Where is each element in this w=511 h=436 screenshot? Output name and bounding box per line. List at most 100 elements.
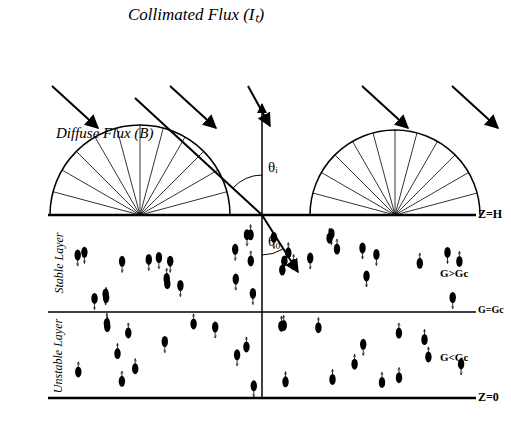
microorganism [146, 254, 152, 271]
microorganism [360, 339, 366, 356]
swim-direction [428, 347, 429, 359]
microorganism [102, 288, 108, 305]
refracted-ray [262, 215, 298, 272]
diffuse-ray [321, 173, 395, 216]
diffuse-ray [373, 133, 395, 215]
diffuse-ray [76, 151, 140, 215]
swim-direction [106, 288, 107, 300]
swim-direction [107, 317, 108, 329]
swim-direction [419, 253, 420, 265]
diffuse-ray [95, 137, 140, 215]
diffuse-ray [140, 151, 204, 215]
diffuse-ray [395, 173, 469, 216]
microorganism [334, 239, 340, 255]
microorganism [281, 255, 287, 272]
swim-direction [459, 251, 460, 263]
swim-direction [135, 359, 136, 371]
swim-direction [215, 330, 216, 338]
microorganism [233, 274, 239, 291]
diagram-label: Z=H [478, 208, 502, 220]
swim-direction [250, 225, 251, 237]
swim-direction [447, 255, 448, 263]
angle-arc [233, 175, 262, 188]
swim-direction [122, 264, 123, 272]
microorganism [290, 255, 296, 271]
swim-direction [167, 274, 168, 286]
swim-direction [121, 371, 122, 383]
swim-direction [281, 316, 282, 328]
microorganism [177, 280, 183, 297]
diagram-label: θ₀ [268, 234, 280, 249]
swim-direction [329, 228, 330, 240]
microorganism [119, 371, 125, 387]
swim-direction [94, 301, 95, 309]
microorganism [190, 314, 196, 330]
diffuse-ray [140, 170, 218, 215]
microorganism [248, 251, 254, 267]
swim-direction [354, 354, 355, 366]
diffuse-ray [395, 130, 396, 215]
swim-direction [461, 367, 462, 375]
swim-direction [170, 264, 171, 272]
microorganism [379, 372, 385, 388]
microorganism [329, 369, 335, 385]
microorganism [164, 274, 170, 290]
swim-direction [284, 264, 285, 272]
swim-direction [288, 243, 289, 255]
diagram-label: θᵢ [268, 160, 278, 175]
swim-direction [398, 323, 399, 335]
microorganism [234, 349, 240, 366]
normal-axis [261, 104, 263, 398]
microorganism [250, 288, 256, 305]
diagram-label: G=Gc [478, 305, 504, 315]
microorganism [156, 252, 162, 269]
swim-direction [158, 261, 159, 269]
microorganism [212, 322, 218, 339]
swim-direction [250, 251, 251, 263]
swim-direction [424, 330, 425, 342]
swim-direction [362, 251, 363, 259]
swim-direction [237, 358, 238, 366]
swim-direction [128, 323, 129, 335]
diffuse-ray [140, 137, 185, 215]
swim-direction [235, 252, 236, 260]
swim-direction [247, 238, 248, 246]
diffuse-ray [353, 141, 396, 215]
diagram-label: G>Gc [440, 268, 468, 279]
diffuse-rays [53, 125, 477, 215]
microorganism [456, 251, 462, 267]
angle-arc [262, 249, 283, 255]
swim-direction [363, 347, 364, 355]
diagram-label: G<Gc [440, 352, 468, 363]
diagram-label: Collimated Flux (Iₜ) [128, 6, 264, 23]
swim-direction [382, 372, 383, 384]
microorganism [285, 243, 291, 258]
swim-direction [452, 301, 453, 309]
microorganism [119, 256, 125, 273]
microorganism [125, 323, 131, 339]
diagram-label: Z=0 [478, 391, 499, 403]
swim-direction [193, 314, 194, 326]
microorganism [103, 288, 109, 304]
microorganism [359, 243, 365, 260]
diffuse-ray [140, 192, 227, 215]
microorganism [282, 372, 288, 388]
microorganism [396, 368, 402, 384]
microorganisms [75, 225, 465, 397]
microorganism [251, 380, 257, 397]
microorganism [417, 253, 423, 269]
microorganism [232, 244, 238, 260]
diagram-label: Diffuse Flux (B) [56, 126, 153, 141]
microorganism [75, 250, 81, 267]
collimated-arrows [52, 86, 498, 128]
swim-direction [337, 239, 338, 251]
microorganism [132, 359, 138, 375]
swim-direction [164, 345, 165, 353]
critical-line [48, 311, 476, 313]
diffuse-ray [313, 193, 395, 215]
microorganism [326, 228, 332, 244]
swim-direction [399, 368, 400, 380]
microorganism [244, 229, 250, 246]
top-surface [48, 214, 476, 217]
